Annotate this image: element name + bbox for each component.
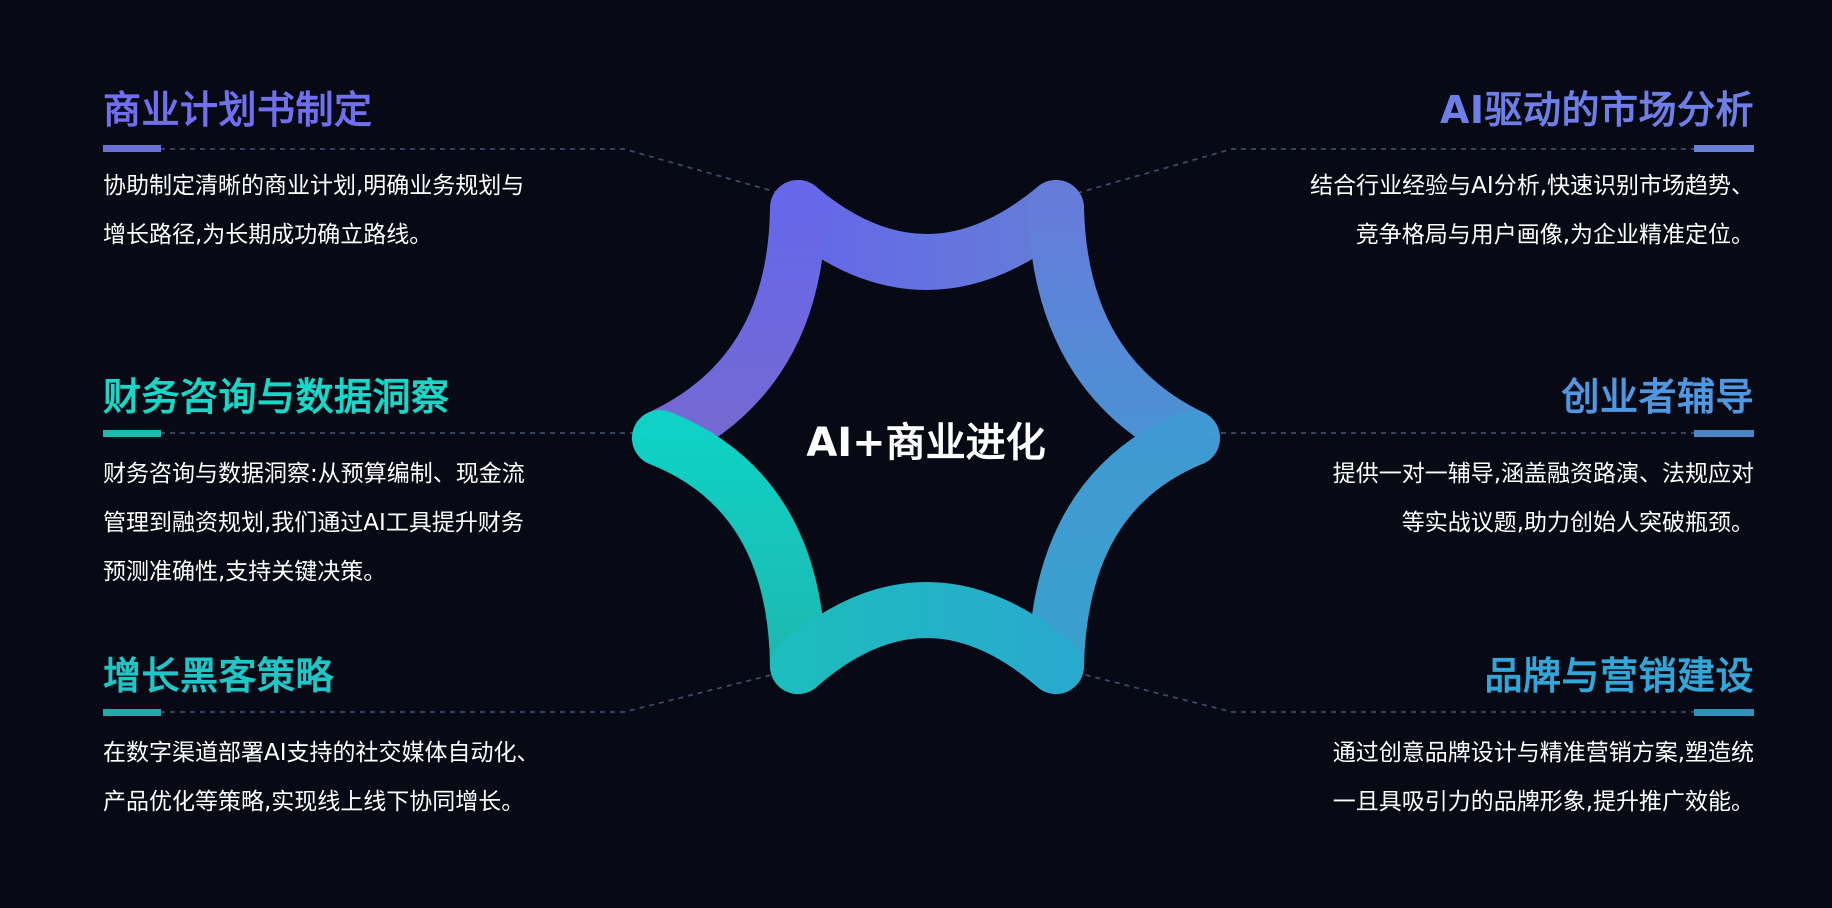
connector-top-right	[1073, 148, 1696, 195]
desc-growth-hacking: 在数字渠道部署AI支持的社交媒体自动化、 产品优化等策略,实现线上线下协同增长。	[103, 729, 623, 827]
arc-bottom-right	[1028, 410, 1220, 694]
desc-founder-coaching: 提供一对一辅导,涵盖融资路演、法规应对 等实战议题,助力创始人突破瓶颈。	[1234, 450, 1754, 548]
arc-top	[770, 180, 1084, 290]
arc-top-right	[1028, 180, 1220, 466]
accent-bar-bottom-right	[1694, 709, 1754, 716]
desc-market-analysis: 结合行业经验与AI分析,快速识别市场趋势、 竞争格局与用户画像,为企业精准定位。	[1234, 162, 1754, 260]
title-market-analysis-text: AI驱动的市场分析	[1439, 88, 1754, 132]
title-growth-hacking: 增长黑客策略	[103, 652, 334, 700]
desc-line: 提供一对一辅导,涵盖融资路演、法规应对	[1332, 461, 1754, 487]
arc-bottom-left	[632, 410, 826, 694]
desc-line: 一且具吸引力的品牌形象,提升推广效能。	[1332, 789, 1754, 815]
title-accent-bars	[103, 145, 1754, 716]
desc-finance: 财务咨询与数据洞察:从预算编制、现金流 管理到融资规划,我们通过AI工具提升财务…	[103, 450, 623, 597]
title-growth-hacking-text: 增长黑客策略	[103, 654, 335, 698]
accent-bar-bottom-left	[103, 709, 161, 716]
desc-line: 通过创意品牌设计与精准营销方案,塑造统	[1332, 740, 1754, 766]
title-business-plan-text: 商业计划书制定	[103, 88, 373, 132]
connector-lines	[160, 148, 1696, 713]
accent-bar-top-left	[103, 145, 161, 152]
desc-line: 管理到融资规划,我们通过AI工具提升财务	[103, 510, 524, 536]
desc-line: 在数字渠道部署AI支持的社交媒体自动化、	[103, 740, 540, 766]
connector-top-left	[160, 148, 784, 195]
arc-top-left	[632, 180, 826, 466]
desc-line: 产品优化等策略,实现线上线下协同增长。	[103, 789, 525, 815]
desc-line: 结合行业经验与AI分析,快速识别市场趋势、	[1310, 173, 1754, 199]
title-market-analysis: AI驱动的市场分析	[1440, 86, 1754, 134]
accent-bar-top-right	[1694, 145, 1754, 152]
title-finance: 财务咨询与数据洞察	[103, 373, 450, 421]
title-brand-marketing: 品牌与营销建设	[1484, 652, 1754, 700]
accent-bar-mid-left	[103, 430, 161, 437]
title-founder-coaching-text: 创业者辅导	[1561, 375, 1754, 419]
desc-line: 预测准确性,支持关键决策。	[103, 559, 387, 585]
title-business-plan: 商业计划书制定	[103, 86, 373, 134]
accent-bar-mid-right	[1694, 430, 1754, 437]
title-finance-text: 财务咨询与数据洞察	[103, 375, 450, 419]
center-star-shape	[632, 180, 1220, 694]
center-label: AI+商业进化	[806, 420, 1046, 466]
connector-bottom-right	[1073, 671, 1696, 713]
desc-line: 协助制定清晰的商业计划,明确业务规划与	[103, 173, 525, 199]
connector-bottom-left	[160, 671, 784, 713]
desc-line: 增长路径,为长期成功确立路线。	[103, 222, 433, 248]
desc-line: 财务咨询与数据洞察:从预算编制、现金流	[103, 461, 525, 487]
desc-line: 竞争格局与用户画像,为企业精准定位。	[1355, 222, 1754, 248]
desc-line: 等实战议题,助力创始人突破瓶颈。	[1401, 510, 1754, 536]
title-brand-marketing-text: 品牌与营销建设	[1484, 654, 1754, 698]
arc-bottom	[770, 582, 1084, 694]
desc-brand-marketing: 通过创意品牌设计与精准营销方案,塑造统 一且具吸引力的品牌形象,提升推广效能。	[1234, 729, 1754, 827]
desc-business-plan: 协助制定清晰的商业计划,明确业务规划与 增长路径,为长期成功确立路线。	[103, 162, 623, 260]
title-founder-coaching: 创业者辅导	[1561, 373, 1754, 421]
